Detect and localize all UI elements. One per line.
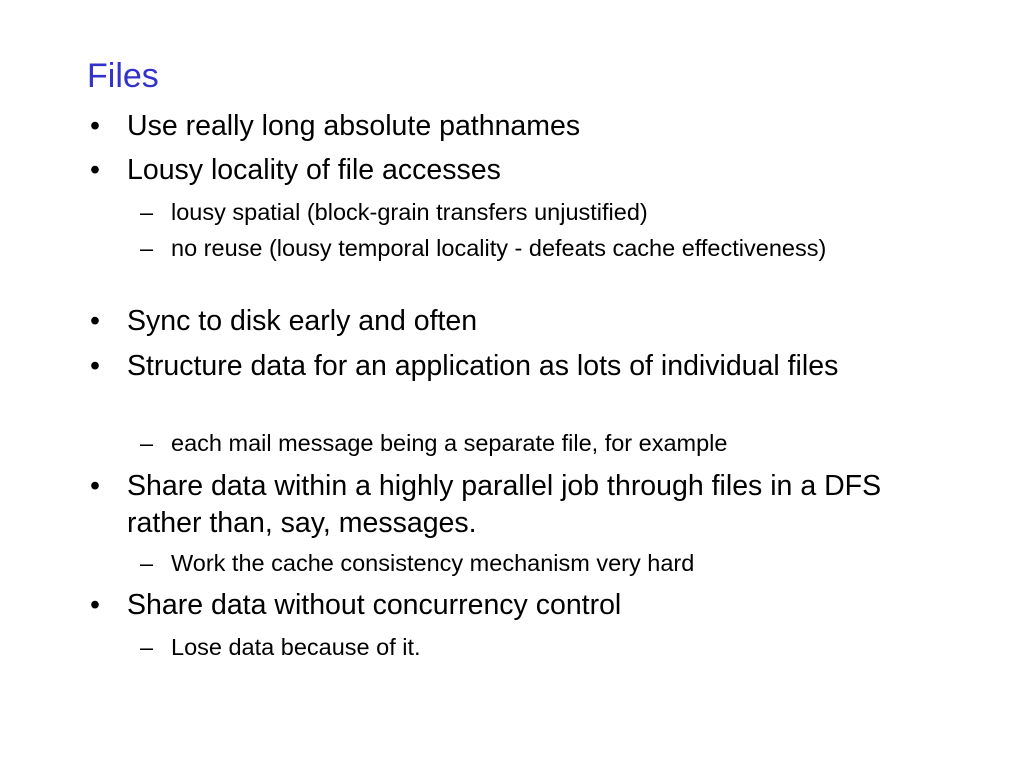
sub-bullet-item: no reuse (lousy temporal locality - defe… (140, 233, 861, 264)
sub-bullet-item: Lose data because of it. (140, 632, 861, 663)
bullet-item: Share data without concurrency control (90, 587, 937, 624)
bullet-item: Use really long absolute pathnames (90, 108, 937, 145)
bullet-item: Share data within a highly parallel job … (90, 468, 937, 542)
slide-title: Files (87, 57, 159, 95)
sub-bullet-item: Work the cache consistency mechanism ver… (140, 548, 861, 579)
bullet-item: Sync to disk early and often (90, 303, 937, 340)
sub-bullet-item: each mail message being a separate file,… (140, 428, 861, 459)
bullet-item: Structure data for an application as lot… (90, 348, 937, 385)
sub-bullet-item: lousy spatial (block-grain transfers unj… (140, 197, 861, 228)
bullet-item: Lousy locality of file accesses (90, 152, 937, 189)
